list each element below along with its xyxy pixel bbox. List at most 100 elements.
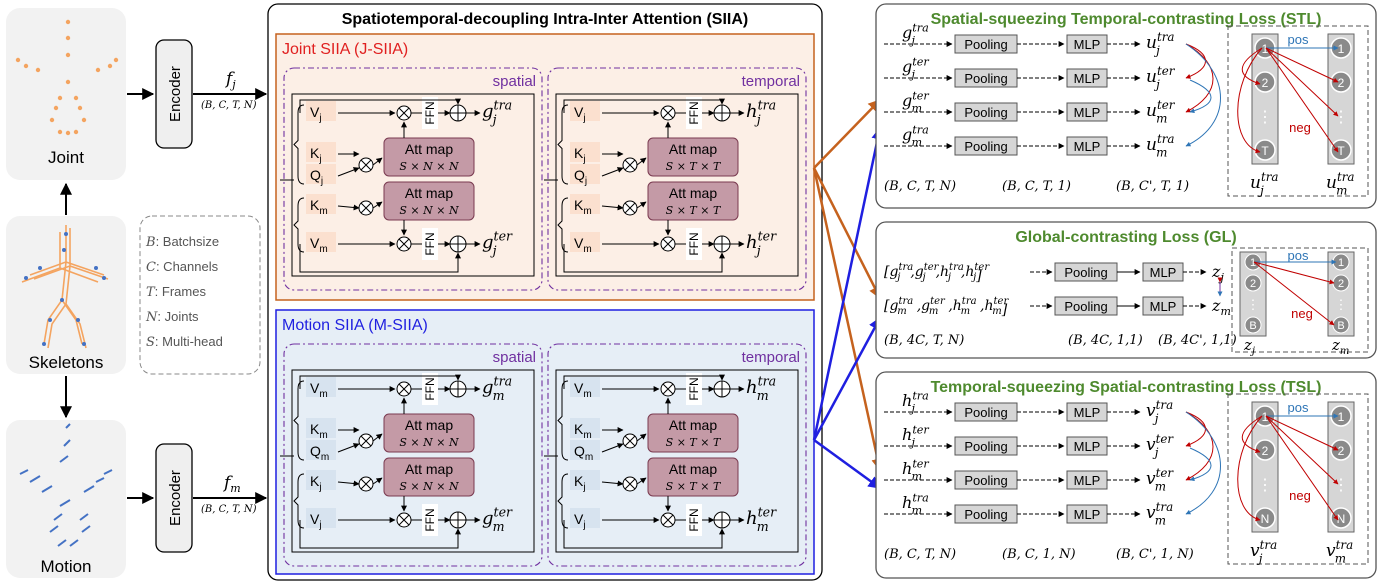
tsl-left-node-label: 2 [1262, 444, 1269, 458]
residual-bottom [299, 244, 461, 273]
motion-spatial-frame-inner [291, 369, 535, 553]
stl-mlp-label: MLP [1074, 37, 1101, 52]
gl-pooling-label: Pooling [1064, 299, 1107, 314]
ffn-label: FFN [423, 232, 437, 255]
joint-temporal-output-1-base: h [746, 232, 758, 253]
tsl-column-frame [1227, 393, 1369, 565]
input-base: Q [310, 443, 321, 459]
op-to-att [372, 201, 383, 209]
residual-top [563, 374, 725, 389]
key2-arrow [337, 204, 360, 211]
gl-term-sub: j [971, 272, 976, 283]
motion-spatial-output-0-sup: tra [494, 373, 513, 388]
stl-row-input-3-sub: m [911, 136, 922, 149]
tsl-mlp-label: MLP [1074, 507, 1101, 522]
tsl-pos-curve [1185, 411, 1221, 515]
input-sub: m [583, 430, 591, 441]
residual-bottom [299, 520, 461, 549]
motion-temporal-input-bg [570, 377, 600, 397]
stl-neg-curve [1185, 43, 1214, 113]
stl-intra-neg [1241, 47, 1263, 85]
input-sub: j [318, 113, 321, 124]
gl-column-label-j: zj [1243, 336, 1255, 357]
gl-column-label-m: zm [1331, 336, 1349, 357]
tsl-row-input-2-base: h [902, 459, 912, 478]
gl-sep: , [980, 298, 984, 314]
query-arrow [337, 167, 360, 177]
multiply-op-cross [398, 238, 410, 250]
motion-temporal-input-4: Vj [574, 511, 586, 531]
ffn-box [686, 97, 702, 129]
tsl-mlp-label: MLP [1074, 405, 1101, 420]
stl-left-ellipsis: ⋮ [1257, 109, 1273, 126]
multiply-op-cross [662, 514, 674, 526]
stl-left-column-label-sub: j [1257, 183, 1264, 197]
input-sub: m [585, 452, 593, 463]
stl-row-output-2-sup: ter [1157, 98, 1176, 112]
tsl-row-input-3-sup: tra [912, 491, 929, 504]
legend-desc: : Batchsize [156, 234, 220, 249]
stl-row-input-1-base: g [902, 57, 912, 76]
fj-shape: (B, C, T, N) [201, 100, 257, 111]
input-sub: j [318, 154, 321, 165]
input-sub: m [583, 206, 591, 217]
joint-temporal-input-bg [570, 232, 600, 252]
stl-left-column-label-base: u [1250, 173, 1261, 193]
joint-spatial-input-bg [306, 101, 336, 121]
motion-spatial-input-4: Vj [310, 511, 322, 531]
att-map-inter-label: Att map [669, 185, 717, 201]
stl-right-node-label: 1 [1338, 42, 1345, 56]
joint-temporal-input-bg [570, 194, 600, 214]
gl-term-base: h [985, 298, 994, 314]
gl-term-base: g [889, 298, 898, 314]
gl-term-sup: ter [930, 296, 946, 307]
stl-pooling-label: Pooling [964, 37, 1007, 52]
stl-pooling-label: Pooling [964, 139, 1007, 154]
motion-temporal-input-bg [570, 470, 600, 490]
gl-term-base: g [915, 264, 924, 280]
z-base: z [1331, 336, 1340, 354]
joint-encoder-label: Encoder [167, 66, 184, 122]
legend-desc: : Multi-head [155, 334, 223, 349]
motion-spatial-label: spatial [493, 349, 536, 366]
ffn-label: FFN [687, 232, 701, 255]
key2-arrow [601, 204, 624, 211]
tsl-right-column-label-sup: tra [1336, 538, 1354, 552]
stl-title: Spatial-squeezing Temporal-contrasting L… [931, 11, 1322, 28]
tsl-row-input-0-base: h [902, 391, 912, 410]
joint-spatial-output-1-base: g [482, 232, 494, 253]
input-base: V [574, 511, 584, 527]
joint-spatial-att-map-intra [383, 137, 475, 177]
joint-temporal-input-bg [570, 164, 600, 184]
input-base: V [310, 511, 320, 527]
tsl-left-column-label-sub: j [1256, 551, 1263, 565]
tsl-pooling-label: Pooling [964, 507, 1007, 522]
stl-box [875, 3, 1377, 209]
gl-ellipsis: ⋮ [1335, 297, 1348, 312]
legend-item: S: Multi-head [146, 334, 223, 350]
stl-left-node-label: 2 [1262, 76, 1269, 90]
skeletons-label: Skeletons [29, 353, 104, 372]
input-base: K [310, 421, 320, 437]
gl-term-sub: j [895, 272, 900, 283]
legend-item: T: Frames [146, 284, 206, 300]
ffn-box [686, 228, 702, 260]
op-to-att [636, 201, 647, 209]
op-to-att [372, 433, 383, 442]
joint-spatial-input-2: Qj [310, 167, 323, 187]
stl-right-ellipsis: ⋮ [1333, 109, 1349, 126]
gl-node-label: 1 [1250, 257, 1256, 269]
gl-column-frame [1231, 247, 1369, 353]
joint-spatial-input-3: Km [310, 197, 328, 217]
input-base: V [574, 104, 584, 120]
